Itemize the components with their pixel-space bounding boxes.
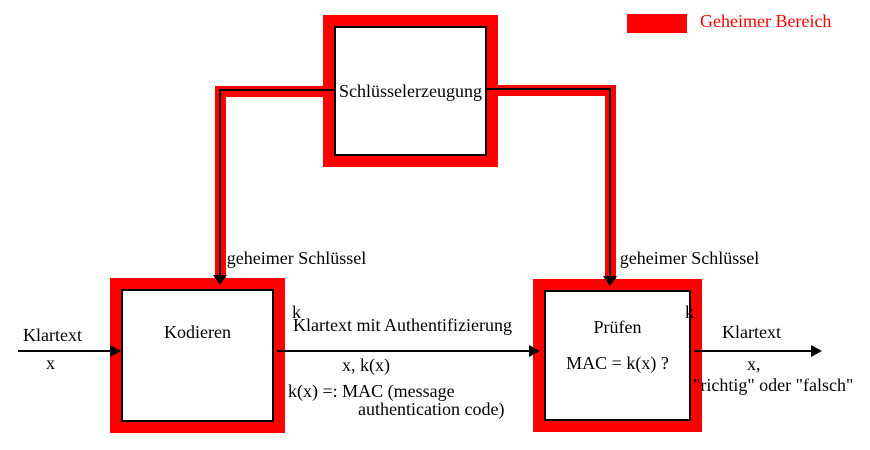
middle-label-value: x, k(x) [342, 355, 390, 375]
input-label-x: x [46, 353, 55, 373]
legend-label-secret-area: Geheimer Bereich [700, 11, 832, 31]
middle-label-note-line2: authentication code) [358, 399, 505, 419]
legend-swatch-secret-area [627, 14, 687, 33]
key-line-right-vertical [609, 88, 611, 277]
middle-label-note-line1: k(x) =: MAC (message [288, 381, 455, 401]
output-label-x: x, [747, 354, 761, 374]
secret-key-left-line1: geheimer Schlüssel [226, 248, 367, 268]
verify-box: Prüfen MAC = k(x) ? [533, 279, 702, 432]
output-label-result: "richtig" oder "falsch" [693, 375, 854, 395]
encode-label: Kodieren [164, 322, 231, 342]
secret-key-label-right: geheimer Schlüssel k [618, 213, 761, 357]
secret-key-label-left: geheimer Schlüssel k [224, 213, 369, 357]
middle-arrowhead-icon [529, 345, 540, 357]
secret-key-right-line2: k [685, 302, 694, 322]
input-label-plaintext: Klartext [23, 325, 82, 345]
key-generation-box-inner: Schlüsselerzeugung [334, 26, 487, 156]
output-arrowhead-icon [811, 345, 822, 357]
output-label-plaintext: Klartext [722, 322, 781, 342]
encode-box: Kodieren [110, 278, 285, 433]
encode-box-inner: Kodieren [121, 289, 274, 422]
key-line-left-horizontal [220, 89, 334, 91]
key-line-left-vertical [219, 89, 221, 276]
secret-channel-right-horizontal [487, 85, 616, 96]
secret-key-right-line1: geheimer Schlüssel [619, 248, 760, 268]
output-arrow-line [694, 350, 812, 352]
key-line-right-horizontal [487, 88, 611, 90]
middle-arrow-line [277, 350, 530, 352]
secret-key-left-line2: k [292, 302, 301, 322]
arrow-down-right-icon [603, 276, 617, 286]
verify-label: Prüfen [593, 317, 642, 337]
input-arrowhead-icon [110, 345, 121, 357]
secret-channel-left-horizontal [215, 86, 334, 97]
verify-box-inner: Prüfen MAC = k(x) ? [544, 290, 691, 421]
key-generation-label: Schlüsselerzeugung [339, 81, 482, 101]
middle-label-title: Klartext mit Authentifizierung [293, 315, 512, 335]
input-arrow-line [18, 350, 112, 352]
key-generation-box: Schlüsselerzeugung [323, 15, 498, 167]
arrow-down-left-icon [213, 275, 227, 285]
verify-formula: MAC = k(x) ? [566, 353, 669, 373]
